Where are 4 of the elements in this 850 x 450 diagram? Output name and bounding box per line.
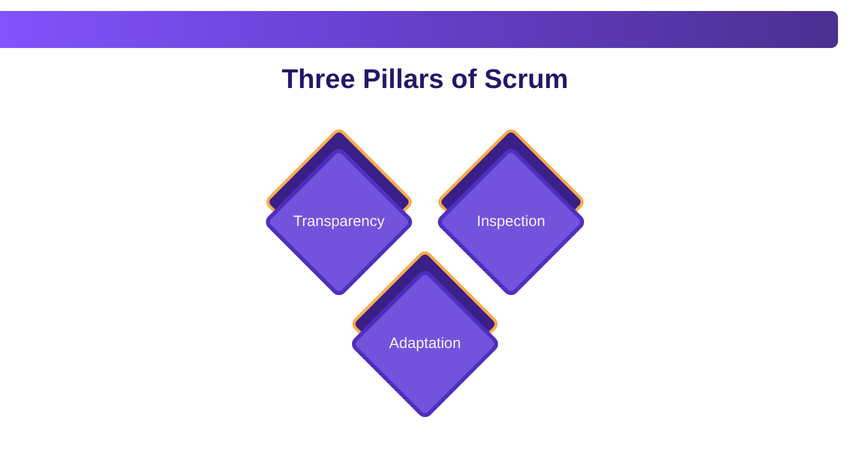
pillar-label: Inspection [476, 212, 546, 232]
pillar-label: Adaptation [388, 334, 462, 354]
diagram-title: Three Pillars of Scrum [280, 63, 570, 96]
pillar-label: Transparency [292, 212, 386, 232]
